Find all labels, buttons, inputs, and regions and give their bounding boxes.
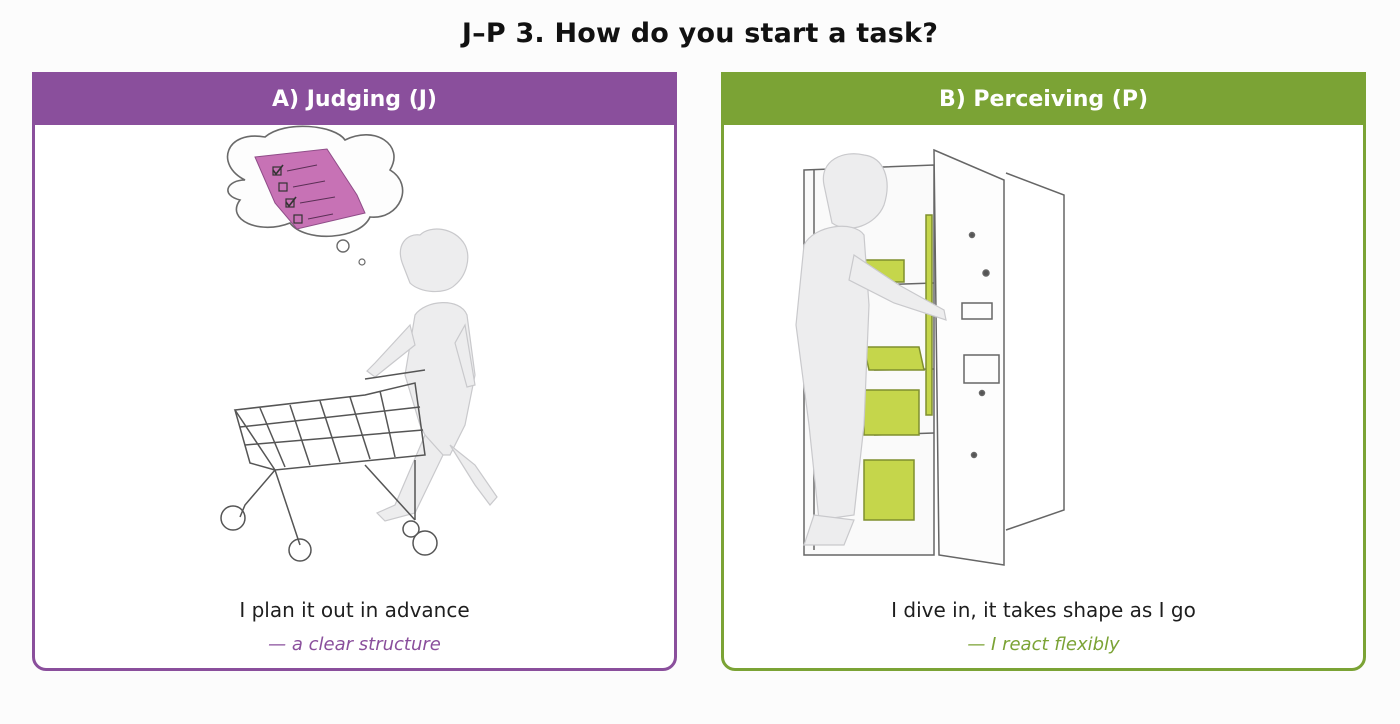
figure-shopping-cart-with-checklist-icon	[35, 125, 674, 595]
figure-icon	[366, 228, 498, 522]
option-caption-judging: I plan it out in advance	[239, 598, 470, 622]
option-header-judging: A) Judging (J)	[35, 75, 674, 125]
option-card-perceiving[interactable]: B) Perceiving (P)	[721, 72, 1366, 671]
option-subcaption-perceiving: — I react flexibly	[967, 634, 1120, 655]
page-title: J–P 3. How do you start a task?	[461, 18, 939, 49]
checklist-icon	[254, 148, 366, 230]
option-caption-perceiving: I dive in, it takes shape as I go	[891, 598, 1196, 622]
figure-opening-fridge-icon	[724, 125, 1363, 595]
shopping-cart-icon	[220, 369, 438, 562]
option-subcaption-judging: — a clear structure	[268, 634, 441, 655]
option-card-judging[interactable]: A) Judging (J)	[32, 72, 677, 671]
figure-icon	[795, 153, 947, 546]
option-header-perceiving: B) Perceiving (P)	[724, 75, 1363, 125]
